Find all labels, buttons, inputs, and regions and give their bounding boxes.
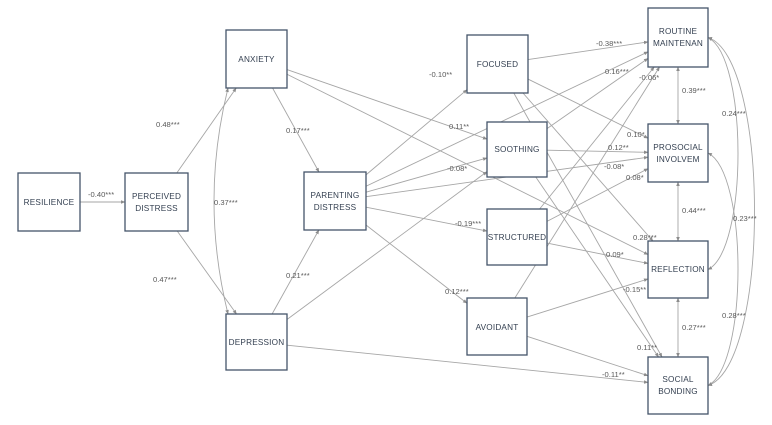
node-parenting-distress-line-2: DISTRESS bbox=[314, 203, 357, 212]
node-resilience: RESILIENCE bbox=[17, 172, 81, 232]
node-focused: FOCUSED bbox=[466, 34, 529, 94]
nodes-layer: RESILIENCE PERCEIVED DISTRESS ANXIETY DE… bbox=[17, 7, 709, 415]
edge-label-perceived-distress-to-depression: 0.47*** bbox=[153, 275, 177, 284]
edge-label-parenting-distress-to-soothing: -0.08* bbox=[447, 164, 467, 173]
edge-label-perceived-distress-to-anxiety: 0.48*** bbox=[156, 120, 180, 129]
node-social-bonding-line-2: BONDING bbox=[658, 387, 698, 396]
edge-label-routine-to-prosocial: 0.39*** bbox=[682, 86, 706, 95]
node-avoidant: AVOIDANT bbox=[466, 297, 528, 356]
edge-anxiety-to-parenting-distress bbox=[272, 87, 320, 173]
node-soothing-line-1: SOOTHING bbox=[494, 145, 539, 154]
edge-perceived-distress-to-depression bbox=[176, 230, 237, 315]
edge-label-avoidant-to-reflection: -0.15** bbox=[623, 285, 646, 294]
edge-perceived-distress-to-anxiety bbox=[176, 87, 237, 174]
edge-labels-layer: -0.40*** 0.48*** 0.47*** 0.37*** 0.17*** 0.21… bbox=[88, 39, 757, 379]
edge-parenting-distress-to-structured bbox=[365, 206, 488, 233]
edge-parenting-distress-to-avoidant bbox=[365, 224, 468, 304]
node-routine-maintenance: ROUTINE MAINTENAN bbox=[647, 7, 709, 68]
edge-label-parenting-distress-to-focused: -0.10** bbox=[429, 70, 452, 79]
edge-label-depression-to-parenting-distress: 0.21*** bbox=[286, 271, 310, 280]
edge-anxiety-to-soothing bbox=[286, 69, 488, 140]
edge-soothing-to-routine bbox=[546, 58, 649, 129]
node-focused-line-1: FOCUSED bbox=[477, 60, 518, 69]
edge-parenting-distress-to-focused bbox=[365, 89, 468, 176]
edge-label-resilience-to-perceived-distress: -0.40*** bbox=[88, 190, 114, 199]
node-anxiety: ANXIETY bbox=[225, 29, 288, 89]
edge-label-reflection-to-social-bonding: 0.27*** bbox=[682, 323, 706, 332]
node-anxiety-line-1: ANXIETY bbox=[238, 55, 275, 64]
edge-prosocial-to-social-bonding bbox=[707, 152, 739, 386]
node-reflection: REFLECTION bbox=[647, 240, 709, 299]
node-prosocial-involvement: PROSOCIAL INVOLVEM bbox=[647, 123, 709, 183]
node-soothing: SOOTHING bbox=[486, 121, 548, 178]
node-routine-line-2: MAINTENAN bbox=[653, 39, 703, 48]
edge-label-parenting-distress-to-structured: -0.19*** bbox=[455, 219, 481, 228]
node-structured-line-1: STRUCTURED bbox=[488, 233, 546, 242]
edge-parenting-distress-to-routine bbox=[365, 51, 649, 187]
edge-structured-to-prosocial bbox=[546, 168, 649, 222]
edge-structured-to-routine bbox=[539, 66, 655, 210]
node-structured: STRUCTURED bbox=[486, 208, 548, 266]
edge-depression-to-parenting-distress bbox=[271, 229, 320, 315]
edge-label-structured-to-prosocial: -0.08* bbox=[604, 162, 624, 171]
edge-structured-to-reflection bbox=[546, 242, 649, 265]
node-parenting-distress: PARENTING DISTRESS bbox=[303, 171, 367, 231]
node-resilience-line-1: RESILIENCE bbox=[24, 198, 75, 207]
node-prosocial-line-2: INVOLVEM bbox=[656, 155, 699, 164]
edge-label-parenting-distress-to-avoidant: 0.12*** bbox=[445, 287, 469, 296]
edge-label-routine-to-reflection: 0.24*** bbox=[722, 109, 746, 118]
edge-routine-to-reflection bbox=[707, 37, 739, 270]
edge-label-structured-to-reflection: 0.09* bbox=[606, 250, 624, 259]
node-perceived-distress: PERCEIVED DISTRESS bbox=[124, 172, 189, 232]
edge-parenting-distress-to-soothing bbox=[365, 157, 488, 193]
edge-soothing-to-social-bonding bbox=[535, 176, 659, 358]
edge-label-focused-to-social-bonding: 0.11** bbox=[637, 343, 657, 352]
edge-label-structured-to-routine: -0.06* bbox=[639, 73, 659, 82]
edge-routine-to-social-bonding bbox=[707, 37, 755, 386]
edge-label-anxiety-to-depression: 0.37*** bbox=[214, 198, 238, 207]
node-parenting-distress-line-1: PARENTING bbox=[311, 191, 360, 200]
edge-anxiety-to-depression bbox=[213, 87, 229, 315]
edge-focused-to-prosocial bbox=[527, 78, 649, 139]
node-reflection-line-1: REFLECTION bbox=[651, 265, 705, 274]
node-prosocial-line-1: PROSOCIAL bbox=[653, 143, 703, 152]
edge-focused-to-reflection bbox=[522, 92, 654, 242]
node-social-bonding: SOCIAL BONDING bbox=[647, 356, 709, 415]
edge-label-soothing-to-routine: 0.16*** bbox=[605, 67, 629, 76]
edge-focused-to-routine bbox=[527, 40, 649, 60]
edge-label-focused-to-prosocial: 0.10* bbox=[627, 130, 645, 139]
edge-avoidant-to-reflection bbox=[526, 278, 649, 318]
node-routine-line-1: ROUTINE bbox=[659, 27, 698, 36]
edge-label-soothing-to-prosocial: 0.12** bbox=[608, 143, 629, 152]
node-avoidant-line-1: AVOIDANT bbox=[476, 323, 519, 332]
edge-label-avoidant-to-social-bonding: -0.11** bbox=[602, 370, 625, 379]
edge-label-prosocial-to-reflection: 0.44*** bbox=[682, 206, 706, 215]
edge-depression-to-soothing bbox=[286, 171, 488, 320]
edge-label-focused-to-reflection: 0.28*** bbox=[633, 233, 657, 242]
edge-label-focused-to-routine: -0.38*** bbox=[596, 39, 622, 48]
node-depression: DEPRESSION bbox=[225, 313, 288, 371]
edge-soothing-to-prosocial bbox=[546, 149, 649, 155]
node-perceived-distress-line-1: PERCEIVED bbox=[132, 192, 181, 201]
edge-label-routine-to-social-bonding: 0.23*** bbox=[733, 214, 757, 223]
node-social-bonding-line-1: SOCIAL bbox=[662, 375, 693, 384]
edge-label-anxiety-to-parenting-distress: 0.17*** bbox=[286, 126, 310, 135]
edge-depression-to-social-bonding bbox=[286, 344, 649, 384]
node-perceived-distress-line-2: DISTRESS bbox=[135, 204, 178, 213]
edge-label-prosocial-to-social-bonding: 0.28*** bbox=[722, 311, 746, 320]
node-depression-line-1: DEPRESSION bbox=[229, 338, 285, 347]
edge-label-anxiety-to-soothing: 0.11** bbox=[449, 122, 469, 131]
edge-label-avoidant-to-routine: 0.08* bbox=[626, 173, 644, 182]
edge-avoidant-to-social-bonding bbox=[526, 335, 649, 377]
